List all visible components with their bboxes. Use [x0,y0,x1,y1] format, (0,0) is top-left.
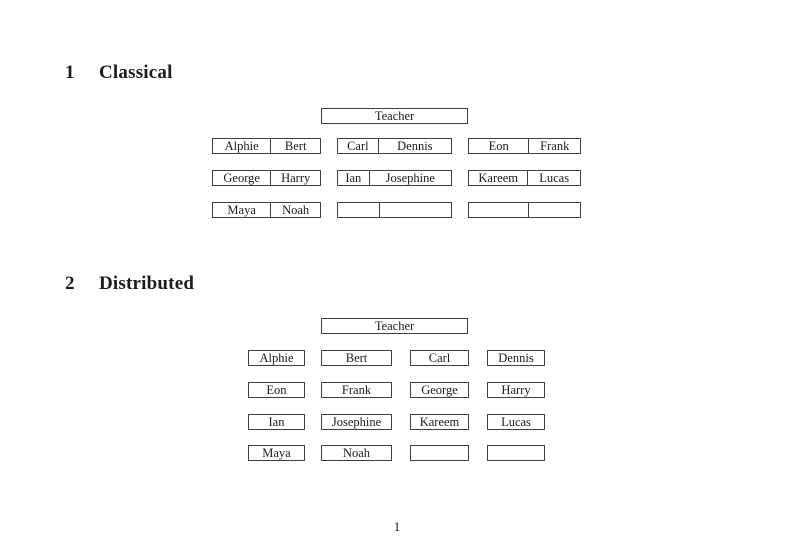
seat-empty [410,445,469,461]
teacher-desk: Teacher [321,108,468,124]
seat: Bert [284,139,307,153]
seat: Frank [540,139,570,153]
seat: Carl [410,350,469,366]
seat: Harry [487,382,545,398]
seat: Bert [321,350,392,366]
seat: Carl [338,139,379,153]
section-2-title: Distributed [99,273,195,294]
seat: George [410,382,469,398]
page-number: 1 [393,519,401,534]
teacher-desk: Teacher [321,318,468,334]
seat: Josephine [385,171,435,185]
section-1-heading: 1 Classical [65,63,173,83]
seat: Dennis [487,350,545,366]
seat-empty [338,203,381,217]
desk: Ian Josephine [337,170,452,186]
seat-empty [469,203,530,217]
seat: Frank [321,382,392,398]
desk: George Harry [212,170,321,186]
teacher-label: Teacher [374,109,415,123]
seat: Alphie [213,139,272,153]
seat: Noah [282,203,310,217]
seat-empty [529,203,580,217]
seat: Dennis [397,139,433,153]
desk: Kareem Lucas [468,170,581,186]
desk: Eon Frank [468,138,581,154]
seat: Josephine [321,414,392,430]
seat: Maya [213,203,272,217]
seat: Eon [248,382,305,398]
seat: Noah [321,445,392,461]
seat: Lucas [539,171,570,185]
seat: Eon [469,139,530,153]
seat: Alphie [248,350,305,366]
seat: Harry [281,171,311,185]
seat: George [213,171,272,185]
section-2-heading: 2 Distributed [65,274,194,294]
seat-empty [487,445,545,461]
teacher-label: Teacher [374,319,415,333]
seat: Kareem [469,171,529,185]
desk: Alphie Bert [212,138,321,154]
seat-empty [380,203,451,217]
desk [337,202,452,218]
desk [468,202,581,218]
seat: Ian [248,414,305,430]
seat: Ian [338,171,370,185]
seat: Kareem [410,414,469,430]
desk: Carl Dennis [337,138,452,154]
section-1-title: Classical [99,62,173,83]
seat: Maya [248,445,305,461]
section-1-number: 1 [65,62,75,83]
section-2-number: 2 [65,273,75,294]
seat: Lucas [487,414,545,430]
desk: Maya Noah [212,202,321,218]
